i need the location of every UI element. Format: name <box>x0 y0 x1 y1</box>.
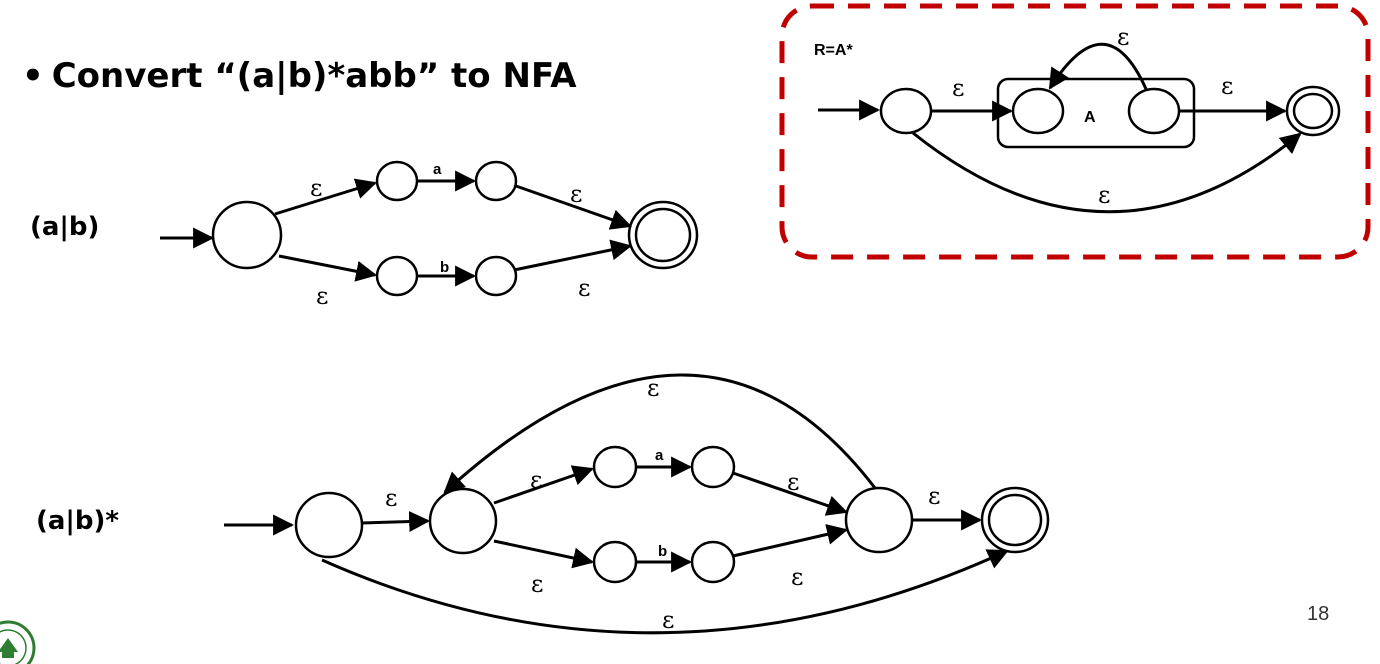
edge-label: ε <box>578 274 590 302</box>
dashed-border <box>779 3 1371 260</box>
loop-edge <box>443 373 877 494</box>
state <box>474 255 518 297</box>
edge <box>515 184 632 230</box>
edge-label: ε <box>1117 23 1129 51</box>
edge-label: ε <box>1221 72 1233 100</box>
title-text: Convert “(a|b)*abb” to NFA <box>51 56 577 96</box>
star-construction-box: R=A* A ε ε ε ε <box>779 3 1371 260</box>
edge <box>732 524 849 558</box>
accept-state <box>627 200 699 270</box>
edge-label: ε <box>791 563 803 591</box>
edge-label: ε <box>928 482 940 510</box>
diagram2-label: (a|b)* <box>36 506 120 536</box>
nfa-a-or-b: ε a ε ε b ε <box>160 160 699 310</box>
edge-label: ε <box>1098 181 1110 209</box>
edge-label: b <box>440 259 449 276</box>
edge-label: ε <box>530 466 542 494</box>
star-box-title: R=A* <box>814 42 853 59</box>
edge-label: a <box>433 161 442 178</box>
state <box>1127 87 1181 135</box>
accept-state <box>980 486 1050 554</box>
edge <box>493 539 595 569</box>
edge <box>361 511 431 533</box>
edge-label: ε <box>531 570 543 598</box>
accept-state-inner <box>634 207 692 263</box>
accept-state-inner <box>987 493 1043 547</box>
state <box>879 87 933 135</box>
edge <box>274 178 378 216</box>
edge <box>732 471 848 516</box>
sub-automaton-label: A <box>1084 109 1096 126</box>
state <box>375 160 419 202</box>
logo-emblem-base <box>2 652 14 658</box>
edge-label: ε <box>310 174 322 202</box>
state <box>690 540 736 584</box>
page-number: 18 <box>1307 603 1330 625</box>
start-state <box>294 491 364 559</box>
loop-edge <box>1048 42 1148 90</box>
bullet-icon: • <box>22 56 44 96</box>
edge-label: b <box>658 543 667 560</box>
edge-label: ε <box>662 606 674 634</box>
edge-label: ε <box>647 374 659 402</box>
edge <box>278 254 378 282</box>
edge <box>513 239 633 272</box>
state <box>690 445 736 489</box>
university-logo <box>0 620 36 664</box>
logo-inner-ring <box>0 629 27 664</box>
edge-label: a <box>655 447 664 464</box>
state <box>844 486 914 554</box>
edge-label: ε <box>952 74 964 102</box>
nfa-a-or-b-star: ε ε ε a ε ε b ε ε ε <box>224 373 1050 635</box>
slide-title: •Convert “(a|b)*abb” to NFA <box>22 56 577 96</box>
bypass-edge <box>321 549 1009 635</box>
state <box>428 487 498 555</box>
edge-label: ε <box>570 180 582 208</box>
state <box>375 255 419 297</box>
edge-label: ε <box>787 468 799 496</box>
edge-label: ε <box>385 484 397 512</box>
logo-emblem <box>0 638 18 652</box>
state <box>592 540 638 584</box>
edge <box>493 465 594 505</box>
accept-state-inner <box>1292 92 1334 130</box>
edge-label: ε <box>316 282 328 310</box>
state <box>474 160 518 202</box>
state <box>1011 87 1065 135</box>
bypass-edge <box>912 131 1302 214</box>
state <box>592 445 638 489</box>
start-state <box>211 200 283 270</box>
diagram1-label: (a|b) <box>30 212 100 242</box>
